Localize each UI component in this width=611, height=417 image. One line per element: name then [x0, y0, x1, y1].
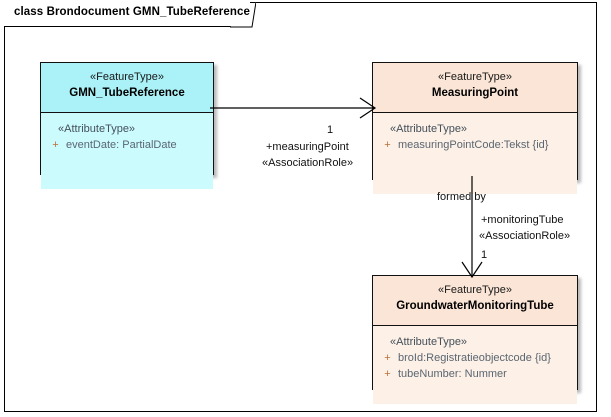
class-stereotype: «FeatureType»: [438, 71, 512, 83]
class-name: GroundwaterMonitoringTube: [396, 300, 554, 312]
page-title: class Brondocument GMN_TubeReference: [14, 6, 250, 18]
attribute-stereotype: «AttributeType»: [390, 123, 468, 135]
attribute-visibility: +: [384, 368, 391, 380]
association-name-formed-by: formed by: [437, 191, 486, 203]
attribute-row: + broId:Registratieobjectcode {id}: [377, 350, 573, 366]
class-box-gmn-tube-reference[interactable]: «FeatureType» GMN_TubeReference «Attribu…: [40, 62, 214, 189]
class-attributes-gmn-tube-reference: «AttributeType» + eventDate: PartialDate: [41, 113, 213, 189]
attribute-row: + measuringPointCode:Tekst {id}: [377, 137, 573, 153]
association-role-monitoringtube: +monitoringTube: [481, 214, 564, 226]
association-role-measuringpoint: +measuringPoint: [266, 141, 349, 153]
class-box-measuring-point[interactable]: «FeatureType» MeasuringPoint «AttributeT…: [372, 62, 578, 194]
diagram-title-tab: [4, 2, 250, 27]
attribute-visibility: +: [384, 352, 391, 364]
attribute-row: + tubeNumber: Nummer: [377, 366, 573, 382]
attribute-stereotype: «AttributeType»: [58, 123, 136, 135]
class-name: MeasuringPoint: [431, 87, 519, 99]
class-box-groundwater-monitoring-tube[interactable]: «FeatureType» GroundwaterMonitoringTube …: [372, 275, 578, 404]
attribute-stereotype: «AttributeType»: [390, 336, 468, 348]
class-attributes-groundwater-monitoring-tube: «AttributeType» + broId:Registratieobjec…: [373, 326, 577, 404]
association-multiplicity-monitoringtube: 1: [481, 249, 488, 261]
class-name: GMN_TubeReference: [69, 87, 185, 99]
attribute-visibility: +: [52, 139, 59, 151]
class-header-groundwater-monitoring-tube: «FeatureType» GroundwaterMonitoringTube: [373, 276, 577, 326]
attribute-text: broId:Registratieobjectcode {id}: [398, 352, 551, 364]
diagram-title-tab-slant: [230, 2, 256, 28]
association-multiplicity-measuringpoint: 1: [327, 124, 334, 136]
attribute-text: eventDate: PartialDate: [66, 139, 177, 151]
attribute-text: tubeNumber: Nummer: [398, 368, 507, 380]
class-header-measuring-point: «FeatureType» MeasuringPoint: [373, 63, 577, 113]
class-stereotype: «FeatureType»: [438, 284, 512, 296]
class-stereotype: «FeatureType»: [90, 71, 164, 83]
association-stereotype-monitoringtube: «AssociationRole»: [479, 230, 571, 242]
association-connector-measuringpoint-to-gwtube[interactable]: [452, 176, 496, 280]
attribute-visibility: +: [384, 139, 391, 151]
diagram-frame: [4, 2, 597, 412]
attribute-text: measuringPointCode:Tekst {id}: [398, 139, 549, 151]
attribute-row: + eventDate: PartialDate: [45, 137, 209, 153]
class-attributes-measuring-point: «AttributeType» + measuringPointCode:Tek…: [373, 113, 577, 194]
class-header-gmn-tube-reference: «FeatureType» GMN_TubeReference: [41, 63, 213, 113]
association-connector-tuberef-to-measuringpoint[interactable]: [210, 96, 378, 120]
association-stereotype-measuringpoint: «AssociationRole»: [262, 157, 354, 169]
